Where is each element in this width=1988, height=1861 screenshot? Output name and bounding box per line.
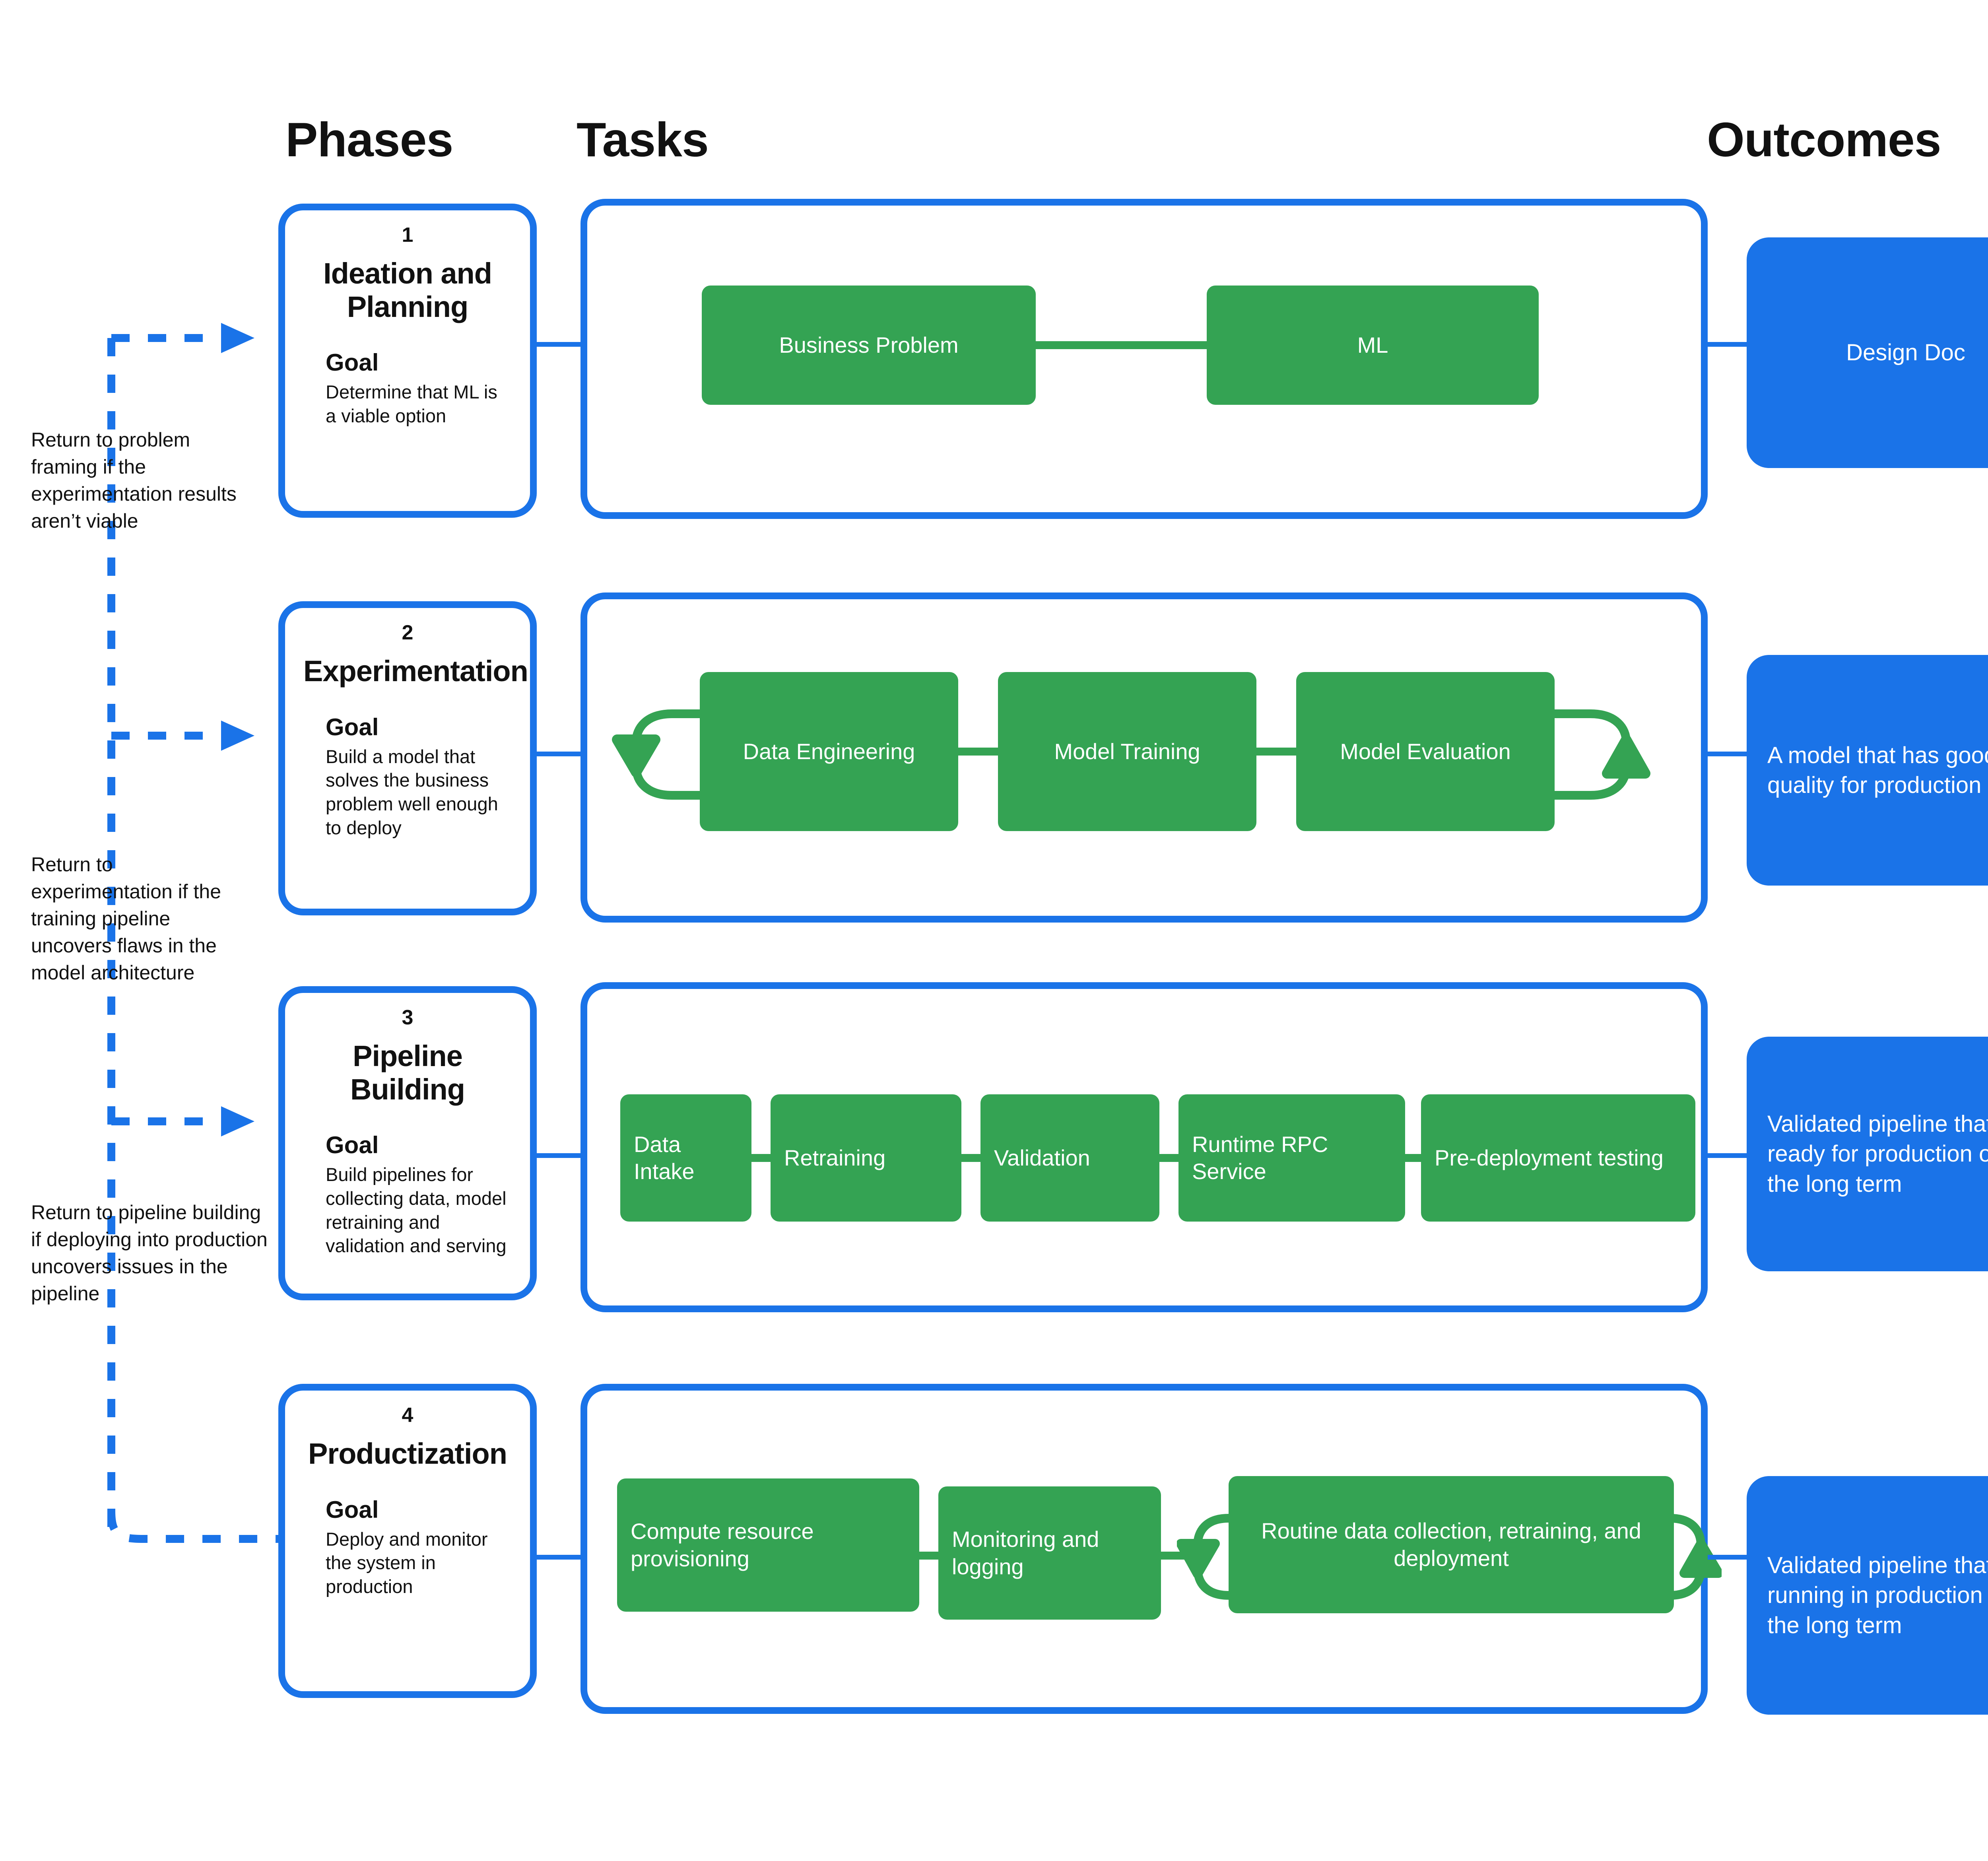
phase-card-1[interactable]: 1 Ideation and Planning Goal Determine t… [278, 204, 537, 518]
task-box-pre-deployment-testing[interactable]: Pre-deployment testing [1421, 1094, 1695, 1222]
goal-text: Build pipelines for collecting data, mod… [326, 1164, 507, 1257]
annotation-left-1: Return to problem framing if the experim… [31, 429, 237, 532]
loop-arrow-left-row2 [612, 709, 712, 800]
task-connector-4b [1161, 1552, 1185, 1560]
task-box-routine-data-collection[interactable]: Routine data collection, retraining, and… [1229, 1476, 1674, 1613]
phase-title: Pipeline Building [350, 1039, 465, 1106]
goal-label: Goal [326, 1132, 379, 1159]
phase-number: 2 [402, 621, 414, 644]
task-connector-3c [1159, 1154, 1178, 1162]
connector-phase3-tasks3 [537, 1153, 580, 1158]
phase-goal-block: Goal Determine that ML is a viable optio… [303, 349, 512, 427]
outcome-box-2[interactable]: A model that has good quality for produc… [1747, 655, 1988, 886]
connector-phase1-tasks1 [537, 342, 580, 347]
task-box-data-engineering[interactable]: Data Engineering [700, 672, 958, 831]
phase-goal-block: Goal Build pipelines for collecting data… [303, 1131, 512, 1258]
goal-text: Deploy and monitor the system in product… [326, 1528, 488, 1597]
task-box-business-problem[interactable]: Business Problem [702, 286, 1036, 405]
connector-tasks3-outcome3 [1708, 1153, 1755, 1158]
phase-number: 4 [402, 1404, 414, 1427]
goal-text: Build a model that solves the business p… [326, 746, 498, 838]
task-connector-1a [1036, 341, 1207, 349]
phase-title: Ideation and Planning [323, 257, 492, 323]
phase-card-4[interactable]: 4 Productization Goal Deploy and monitor… [278, 1384, 537, 1698]
task-connector-2b [1256, 748, 1296, 756]
column-header-outcomes: Outcomes [1707, 113, 1941, 167]
phase-number: 1 [402, 223, 414, 247]
phase-title: Experimentation [303, 655, 528, 688]
connector-tasks1-outcome1 [1708, 342, 1755, 347]
phase-title: Productization [308, 1437, 507, 1471]
annotation-left-3: Return to pipeline building if deploying… [31, 1201, 268, 1305]
task-box-ml[interactable]: ML [1207, 286, 1539, 405]
task-connector-4a [919, 1552, 938, 1560]
column-header-tasks: Tasks [577, 113, 709, 167]
task-box-data-intake[interactable]: Data Intake [620, 1094, 751, 1222]
connector-phase4-tasks4 [537, 1555, 580, 1560]
task-box-compute-resource-provisioning[interactable]: Compute resource provisioning [617, 1478, 919, 1612]
goal-label: Goal [326, 349, 379, 376]
task-connector-3a [751, 1154, 771, 1162]
annotation-left-2: Return to experimentation if the trainin… [31, 853, 221, 984]
task-box-monitoring-and-logging[interactable]: Monitoring and logging [938, 1486, 1161, 1620]
outcome-box-3[interactable]: Validated pipeline that’s ready for prod… [1747, 1037, 1988, 1271]
outcome-box-4[interactable]: Validated pipeline that’s running in pro… [1747, 1476, 1988, 1715]
task-box-retraining[interactable]: Retraining [771, 1094, 961, 1222]
task-connector-2a [958, 748, 998, 756]
phase-goal-block: Goal Build a model that solves the busin… [303, 713, 512, 840]
task-box-runtime-rpc-service[interactable]: Runtime RPC Service [1178, 1094, 1405, 1222]
goal-text: Determine that ML is a viable option [326, 381, 497, 427]
task-connector-3d [1405, 1154, 1421, 1162]
task-box-validation[interactable]: Validation [980, 1094, 1159, 1222]
loop-arrow-left-row4 [1177, 1514, 1252, 1600]
connector-tasks4-outcome4 [1708, 1555, 1755, 1560]
outcome-box-1[interactable]: Design Doc [1747, 237, 1988, 468]
phase-card-2[interactable]: 2 Experimentation Goal Build a model tha… [278, 601, 537, 915]
feedback-arrows-left [107, 323, 278, 1543]
task-box-model-training[interactable]: Model Training [998, 672, 1256, 831]
phase-card-3[interactable]: 3 Pipeline Building Goal Build pipelines… [278, 986, 537, 1300]
phase-goal-block: Goal Deploy and monitor the system in pr… [303, 1496, 512, 1599]
column-header-phases: Phases [285, 113, 453, 167]
loop-arrow-right-row2 [1551, 709, 1650, 800]
task-connector-3b [961, 1154, 980, 1162]
task-box-model-evaluation[interactable]: Model Evaluation [1296, 672, 1555, 831]
phase-number: 3 [402, 1006, 414, 1029]
goal-label: Goal [326, 713, 379, 740]
connector-phase2-tasks2 [537, 752, 580, 756]
connector-tasks2-outcome2 [1708, 752, 1755, 756]
goal-label: Goal [326, 1496, 379, 1523]
